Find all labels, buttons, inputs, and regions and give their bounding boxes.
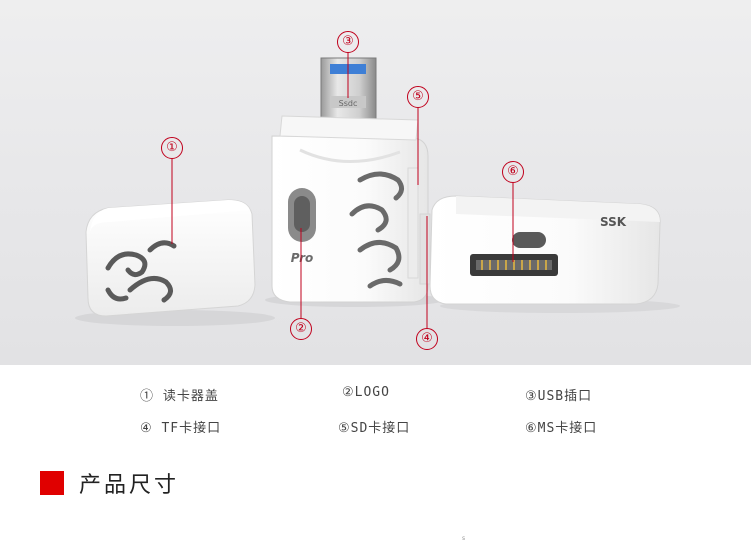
- parts-legend: ① 读卡器盖 ②LOGO ③USB插口 ④ TF卡接口 ⑤SD卡接口 ⑥MS卡接…: [0, 365, 751, 460]
- svg-text:Pro: Pro: [291, 251, 314, 265]
- svg-text:SSK: SSK: [600, 215, 627, 229]
- callout-marker-1: ①: [161, 137, 183, 159]
- reader-cap: [85, 199, 256, 317]
- card-reader-illustration: Ssdc SSK: [75, 52, 680, 328]
- section-heading: 产品尺寸: [40, 471, 179, 498]
- legend-item-tf: ④ TF卡接口: [140, 421, 222, 436]
- callout-marker-6: ⑥: [502, 161, 524, 183]
- callout-marker-3: ③: [337, 31, 359, 53]
- svg-text:Ssdc: Ssdc: [339, 99, 358, 108]
- legend-item-cap: ① 读卡器盖: [140, 389, 219, 404]
- legend-item-ms: ⑥MS卡接口: [525, 421, 598, 436]
- product-photo: Ssdc SSK: [0, 0, 751, 365]
- callout-marker-5: ⑤: [407, 86, 429, 108]
- section-title: 产品尺寸: [79, 473, 180, 498]
- reader-back-unit: SSK: [429, 195, 661, 305]
- footer-mark: s: [462, 535, 466, 541]
- section-marker-square: [40, 471, 64, 495]
- legend-item-sd: ⑤SD卡接口: [338, 421, 411, 436]
- legend-item-logo: ②LOGO: [342, 385, 390, 400]
- callout-marker-2: ②: [290, 318, 312, 340]
- callout-marker-4: ④: [416, 328, 438, 350]
- reader-body: Pro: [271, 115, 431, 303]
- legend-item-usb: ③USB插口: [525, 389, 593, 404]
